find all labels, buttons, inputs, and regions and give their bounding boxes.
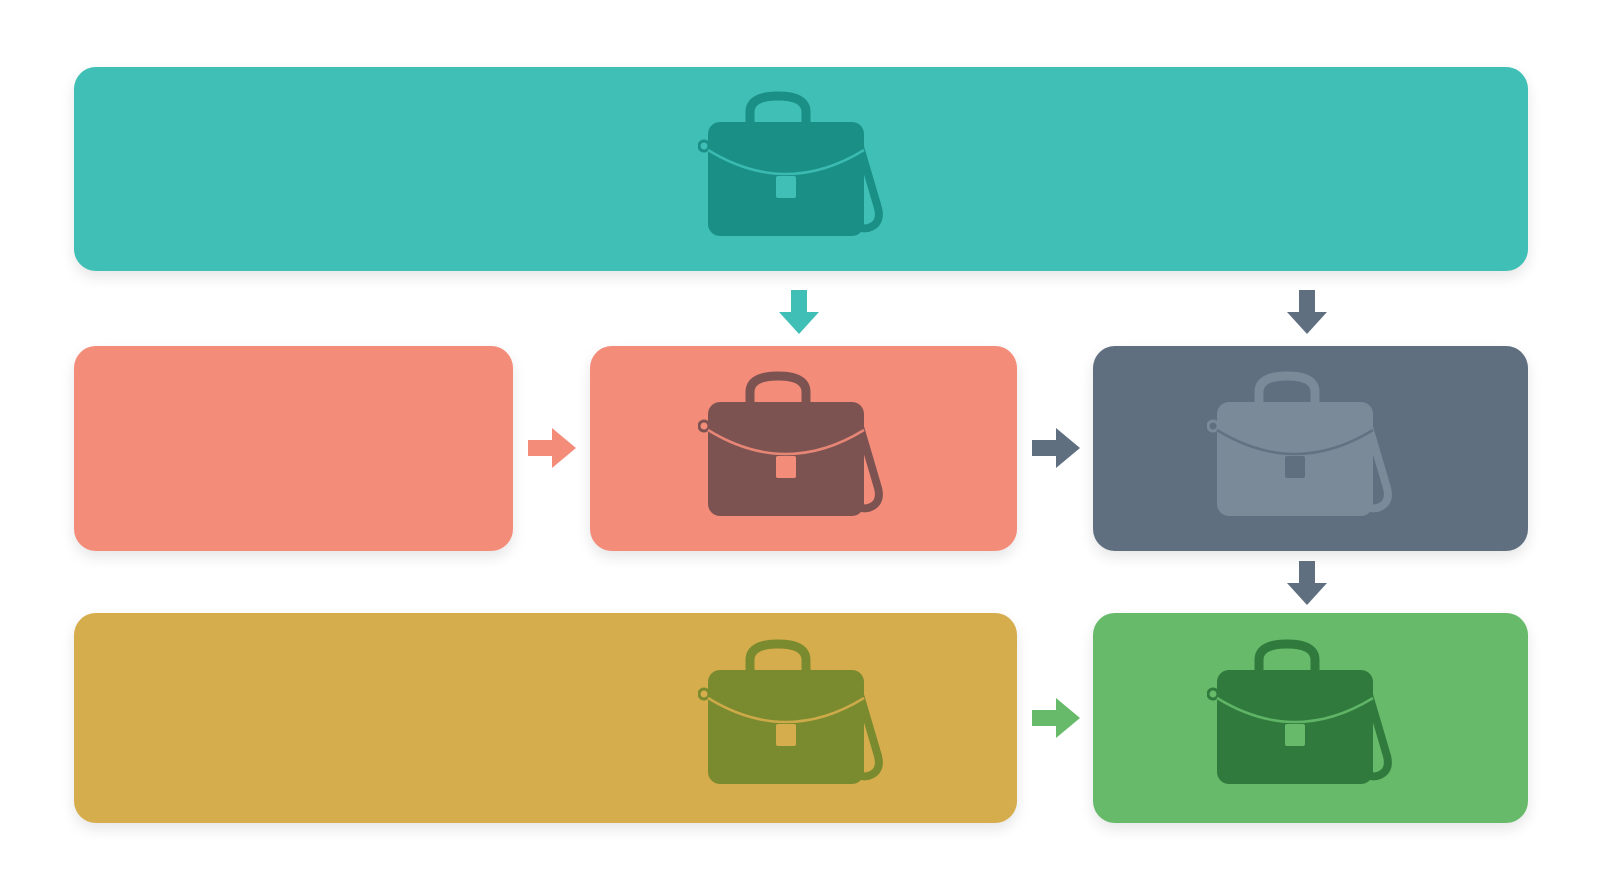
arrow-down-icon: [1287, 290, 1327, 334]
arrow-right-icon: [1032, 698, 1080, 738]
briefcase-icon: [1207, 639, 1392, 784]
briefcase-icon: [698, 91, 883, 236]
briefcase-icon: [698, 639, 883, 784]
arrow-down-icon: [1287, 561, 1327, 605]
arrow-down-icon: [779, 290, 819, 334]
block-middle-left: [74, 346, 513, 551]
briefcase-icon: [1207, 371, 1392, 516]
briefcase-icon: [698, 371, 883, 516]
arrow-right-icon: [528, 428, 576, 468]
arrow-right-icon: [1032, 428, 1080, 468]
